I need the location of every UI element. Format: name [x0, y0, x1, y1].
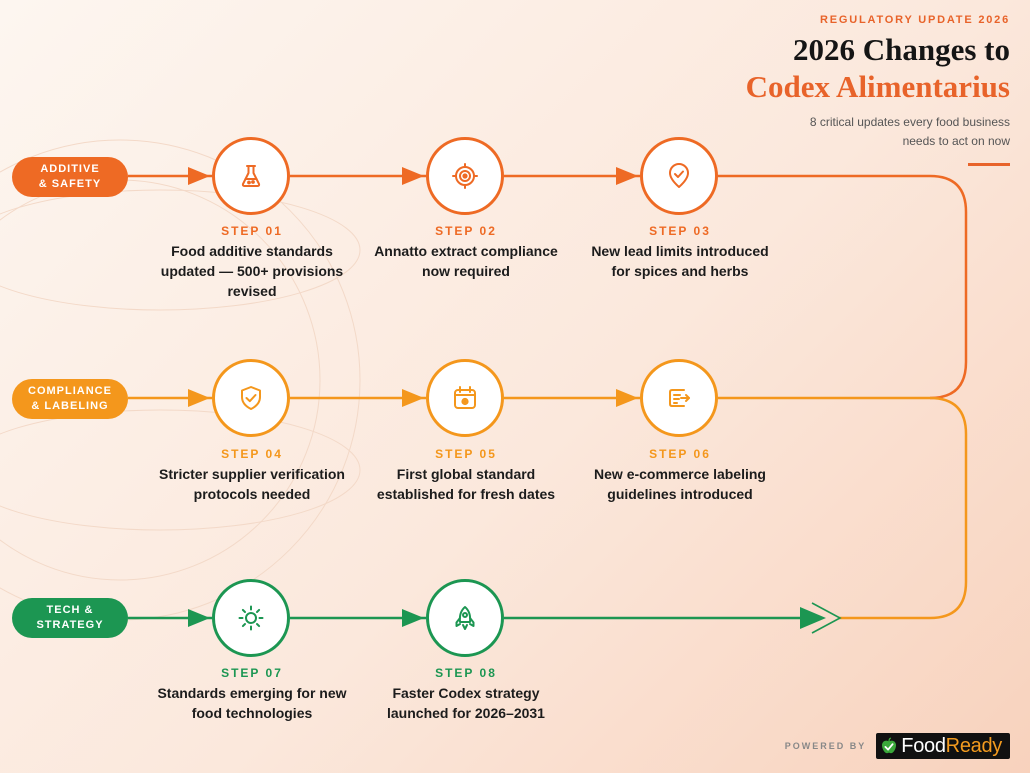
shield-check-icon — [241, 386, 261, 410]
step-07-label: STEP 07 — [221, 666, 283, 680]
label-arrow-icon — [669, 389, 690, 407]
desc-line: Faster Codex strategy — [392, 685, 540, 701]
header: REGULATORY UPDATE 2026 2026 Changes to C… — [690, 14, 1010, 166]
calendar-icon — [454, 386, 476, 409]
step-02-node — [426, 137, 504, 215]
subtitle-rule — [968, 163, 1010, 166]
step-05-node — [426, 359, 504, 437]
desc-line: protocols needed — [193, 486, 311, 502]
desc-line: New lead limits introduced — [591, 243, 769, 259]
desc-line: Standards emerging for new — [157, 685, 347, 701]
category-label-line-2: & LABELING — [31, 400, 109, 412]
target-icon — [452, 163, 478, 189]
step-06-node — [640, 359, 718, 437]
step-06-description: New e-commerce labeling guidelines intro… — [570, 464, 790, 504]
desc-line: First global standard — [396, 466, 536, 482]
step-08-description: Faster Codex strategy launched for 2026–… — [356, 683, 576, 723]
title-line-1: 2026 Changes to — [792, 32, 1010, 67]
sun-gear-icon — [238, 605, 264, 631]
rocket-icon — [455, 606, 475, 630]
shield-location-check-icon — [669, 163, 689, 188]
category-additive-safety: ADDITIVE & SAFETY — [12, 157, 128, 197]
desc-line: revised — [227, 283, 277, 299]
step-01-description: Food additive standards updated — 500+ p… — [142, 241, 362, 301]
subtitle-line-1: 8 critical updates every food business — [809, 115, 1010, 129]
step-06-label: STEP 06 — [649, 447, 711, 461]
step-01-node — [212, 137, 290, 215]
apple-check-icon — [882, 737, 897, 754]
title-line-2: Codex Alimentarius — [745, 69, 1010, 104]
step-01-label: STEP 01 — [221, 224, 283, 238]
step-04-description: Stricter supplier verification protocols… — [142, 464, 362, 504]
powered-by-text: POWERED BY — [784, 741, 867, 751]
flask-icon — [241, 165, 261, 187]
logo-wordmark: FoodReady — [901, 733, 1002, 759]
desc-line: updated — 500+ provisions — [160, 263, 344, 279]
category-label-line-1: TECH & — [46, 604, 94, 616]
step-07-node — [212, 579, 290, 657]
category-compliance-labeling: COMPLIANCE & LABELING — [12, 379, 128, 419]
category-label-line-1: COMPLIANCE — [28, 385, 112, 397]
step-05-label: STEP 05 — [435, 447, 497, 461]
subtitle: 8 critical updates every food business n… — [690, 113, 1010, 151]
desc-line: Annatto extract compliance — [374, 243, 558, 259]
desc-line: guidelines introduced — [607, 486, 753, 502]
step-04-label: STEP 04 — [221, 447, 283, 461]
logo-word-ready: Ready — [945, 735, 1003, 757]
desc-line: for spices and herbs — [611, 263, 749, 279]
step-03-description: New lead limits introduced for spices an… — [570, 241, 790, 281]
step-05-description: First global standard established for fr… — [356, 464, 576, 504]
kicker: REGULATORY UPDATE 2026 — [820, 14, 1010, 26]
category-label-line-2: & SAFETY — [38, 178, 102, 190]
step-04-node — [212, 359, 290, 437]
desc-line: food technologies — [191, 705, 313, 721]
category-label-line-2: STRATEGY — [36, 619, 104, 631]
category-label-line-1: ADDITIVE — [40, 163, 100, 175]
foodready-logo[interactable]: FoodReady — [876, 733, 1010, 759]
desc-line: New e-commerce labeling — [594, 466, 766, 482]
powered-by: POWERED BY FoodReady — [785, 733, 1010, 759]
desc-line: Food additive standards — [171, 243, 333, 259]
logo-word-food: Food — [901, 735, 946, 757]
desc-line: established for fresh dates — [376, 486, 556, 502]
step-07-description: Standards emerging for new food technolo… — [142, 683, 362, 723]
step-03-label: STEP 03 — [649, 224, 711, 238]
step-03-node — [640, 137, 718, 215]
category-tech-strategy: TECH & STRATEGY — [12, 598, 128, 638]
subtitle-line-2: needs to act on now — [902, 134, 1010, 148]
step-08-node — [426, 579, 504, 657]
step-08-label: STEP 08 — [435, 666, 497, 680]
desc-line: launched for 2026–2031 — [387, 705, 545, 721]
desc-line: Stricter supplier verification — [159, 466, 345, 482]
desc-line: now required — [422, 263, 510, 279]
step-02-label: STEP 02 — [435, 224, 497, 238]
step-02-description: Annatto extract compliance now required — [356, 241, 576, 281]
